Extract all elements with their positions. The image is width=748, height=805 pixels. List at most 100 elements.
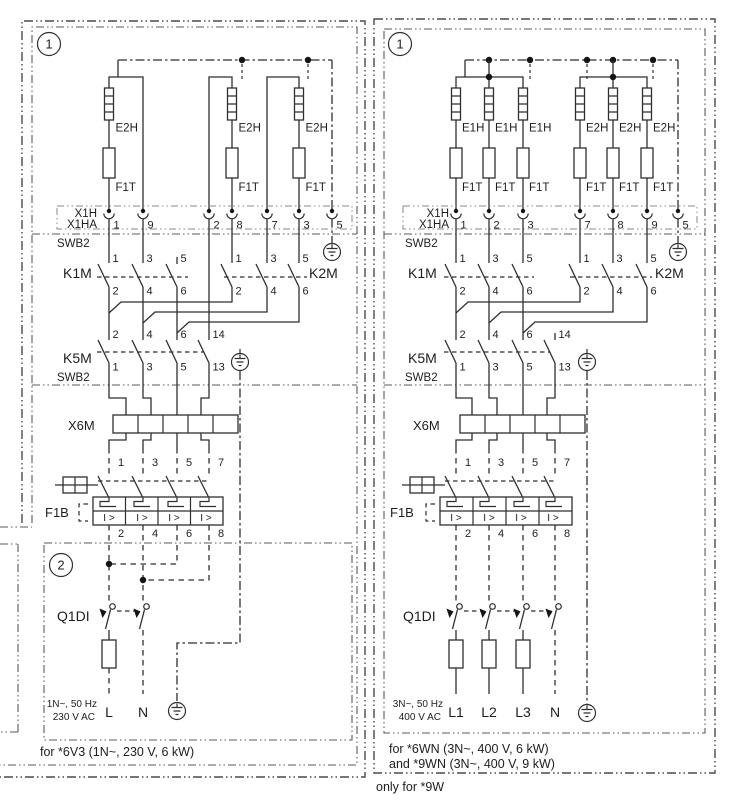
breaker-pole-symbol: I >	[547, 513, 559, 524]
heater-feed-wiring	[108, 60, 300, 211]
left-caption: for *6V3 (1N~, 230 V, 6 kW)	[40, 745, 194, 759]
terminal-number: 5	[337, 220, 343, 232]
x6m-label: X6M	[68, 418, 95, 433]
supply-system-label: 1N~, 50 Hz	[47, 699, 97, 710]
terminal-block-x6m: X6M	[413, 372, 586, 448]
heater-element-icon	[293, 87, 305, 121]
fuse-label: F1T	[462, 182, 482, 194]
heater-column-1: E2H F1T	[102, 87, 138, 211]
contactor-k1m-k2m: K1M K2M 1 3 5 1 3 5 2 4 6 2 4 6	[63, 253, 338, 298]
terminal-strip-x1h: X1H X1HA 1 9 2 8 7 3 5	[56, 205, 353, 232]
heater-label: E2H	[239, 123, 261, 135]
contact-number: 4	[147, 329, 153, 341]
contact-number: 6	[181, 329, 187, 341]
contact-number: 13	[559, 362, 571, 374]
fuse-label: F1T	[653, 182, 673, 194]
terminal-number: 7	[272, 220, 278, 232]
heater-label: E1H	[462, 123, 484, 135]
q1di-label: Q1DI	[57, 608, 90, 624]
rcd-contact	[479, 603, 496, 630]
swb2-label-bottom: SWB2	[57, 372, 90, 384]
heater-column: E1H F1T	[449, 87, 484, 211]
k2m-label: K2M	[655, 265, 684, 281]
supply-fuse-icon	[481, 639, 497, 669]
contact-number: 2	[113, 286, 119, 298]
supply-system-label: 3N~, 50 Hz	[393, 699, 443, 710]
contact-number: 14	[213, 329, 225, 341]
breaker-pole-symbol: I >	[200, 513, 212, 524]
fuse-icon	[449, 147, 463, 179]
power-terminal-label: L	[105, 704, 113, 720]
fuse-icon	[640, 147, 654, 179]
terminal-number: 8	[618, 220, 624, 232]
breaker-output-number: 6	[186, 528, 192, 540]
earth-icon	[668, 242, 688, 262]
fuse-icon	[606, 147, 620, 179]
heater-label: E1H	[495, 123, 517, 135]
power-terminal-label: N	[138, 704, 148, 720]
contactor-contact	[444, 263, 648, 296]
terminal-number: 2	[494, 220, 500, 232]
rcd-contact	[446, 603, 463, 630]
terminal-number: 1	[461, 220, 467, 232]
k2m-label: K2M	[309, 265, 338, 281]
contact-number: 5	[303, 253, 309, 265]
heater-feed-wiring	[455, 60, 648, 88]
x6m-label: X6M	[413, 418, 440, 433]
earth-icon	[577, 349, 597, 372]
breaker-output-number: 6	[532, 528, 538, 540]
rcd-contact	[513, 603, 530, 630]
supply-labels: 3N~, 50 Hz 400 V AC L1 L2 L3 N	[393, 699, 597, 723]
contact-number: 6	[527, 329, 533, 341]
heater-column-3: E2H F1T	[292, 87, 328, 211]
breaker-pole-symbol: I >	[136, 513, 148, 524]
breaker-input-number: 5	[532, 457, 538, 469]
rcd-q1di: Q1DI	[57, 603, 150, 694]
contactor-contact	[97, 339, 210, 372]
terminal-number: 3	[528, 220, 534, 232]
contact-number: 1	[113, 253, 119, 265]
terminal-number: 9	[148, 220, 154, 232]
terminal-number: 7	[585, 220, 591, 232]
terminal-number: 9	[652, 220, 658, 232]
fuse-icon	[482, 147, 496, 179]
contact-number: 1	[460, 362, 466, 374]
fuse-icon	[292, 147, 306, 179]
terminal-strip-label-2: X1HA	[419, 219, 449, 231]
breaker-pole-symbol: I >	[483, 513, 495, 524]
swb2-label-bottom: SWB2	[405, 372, 438, 384]
crossover-wiring	[108, 296, 300, 340]
rcd-contact	[133, 603, 150, 630]
breaker-f1b: 1 3 5 7 F1B I > I > I > I > 2 4 6 8	[390, 448, 573, 540]
contact-number: 6	[527, 286, 533, 298]
fuse-label: F1T	[116, 182, 136, 194]
earth-icon	[577, 703, 597, 723]
supply-fuse-icon	[101, 639, 117, 669]
manual-actuator-icon	[402, 476, 445, 494]
breaker-input-number: 1	[465, 457, 471, 469]
section-1-number: 1	[45, 37, 52, 52]
contact-number: 6	[303, 286, 309, 298]
f1b-label: F1B	[45, 505, 69, 520]
right-caption-1: for *6WN (3N~, 400 V, 6 kW)	[389, 742, 549, 756]
contact-number: 1	[584, 253, 590, 265]
swb2-label-top: SWB2	[405, 238, 438, 250]
breaker-output-number: 2	[118, 528, 124, 540]
heater-element-icon	[103, 87, 115, 121]
terminal-block-x6m: X6M	[68, 372, 239, 448]
fuse-icon	[573, 147, 587, 179]
terminal-strip-x1h: X1H X1HA 1 2 3 7 8 9 5	[402, 205, 698, 232]
heater-column: E1H F1T	[516, 87, 551, 211]
contactor-k5m: K5M 2 4 6 14 1 3 5 13	[63, 329, 250, 374]
fuse-label: F1T	[619, 182, 639, 194]
breaker-input-number: 7	[564, 457, 570, 469]
contact-number: 13	[213, 362, 225, 374]
heater-columns: E1H F1T E1H F1T E1H F1T	[449, 87, 675, 211]
k1m-label: K1M	[63, 265, 92, 281]
section-2-wiring	[105, 525, 210, 603]
cutoff-neighbor-box	[0, 543, 19, 733]
left-panel: 1 2 E2H F1T	[0, 20, 366, 778]
earth-icon	[322, 242, 342, 262]
breaker-input-number: 5	[186, 457, 192, 469]
